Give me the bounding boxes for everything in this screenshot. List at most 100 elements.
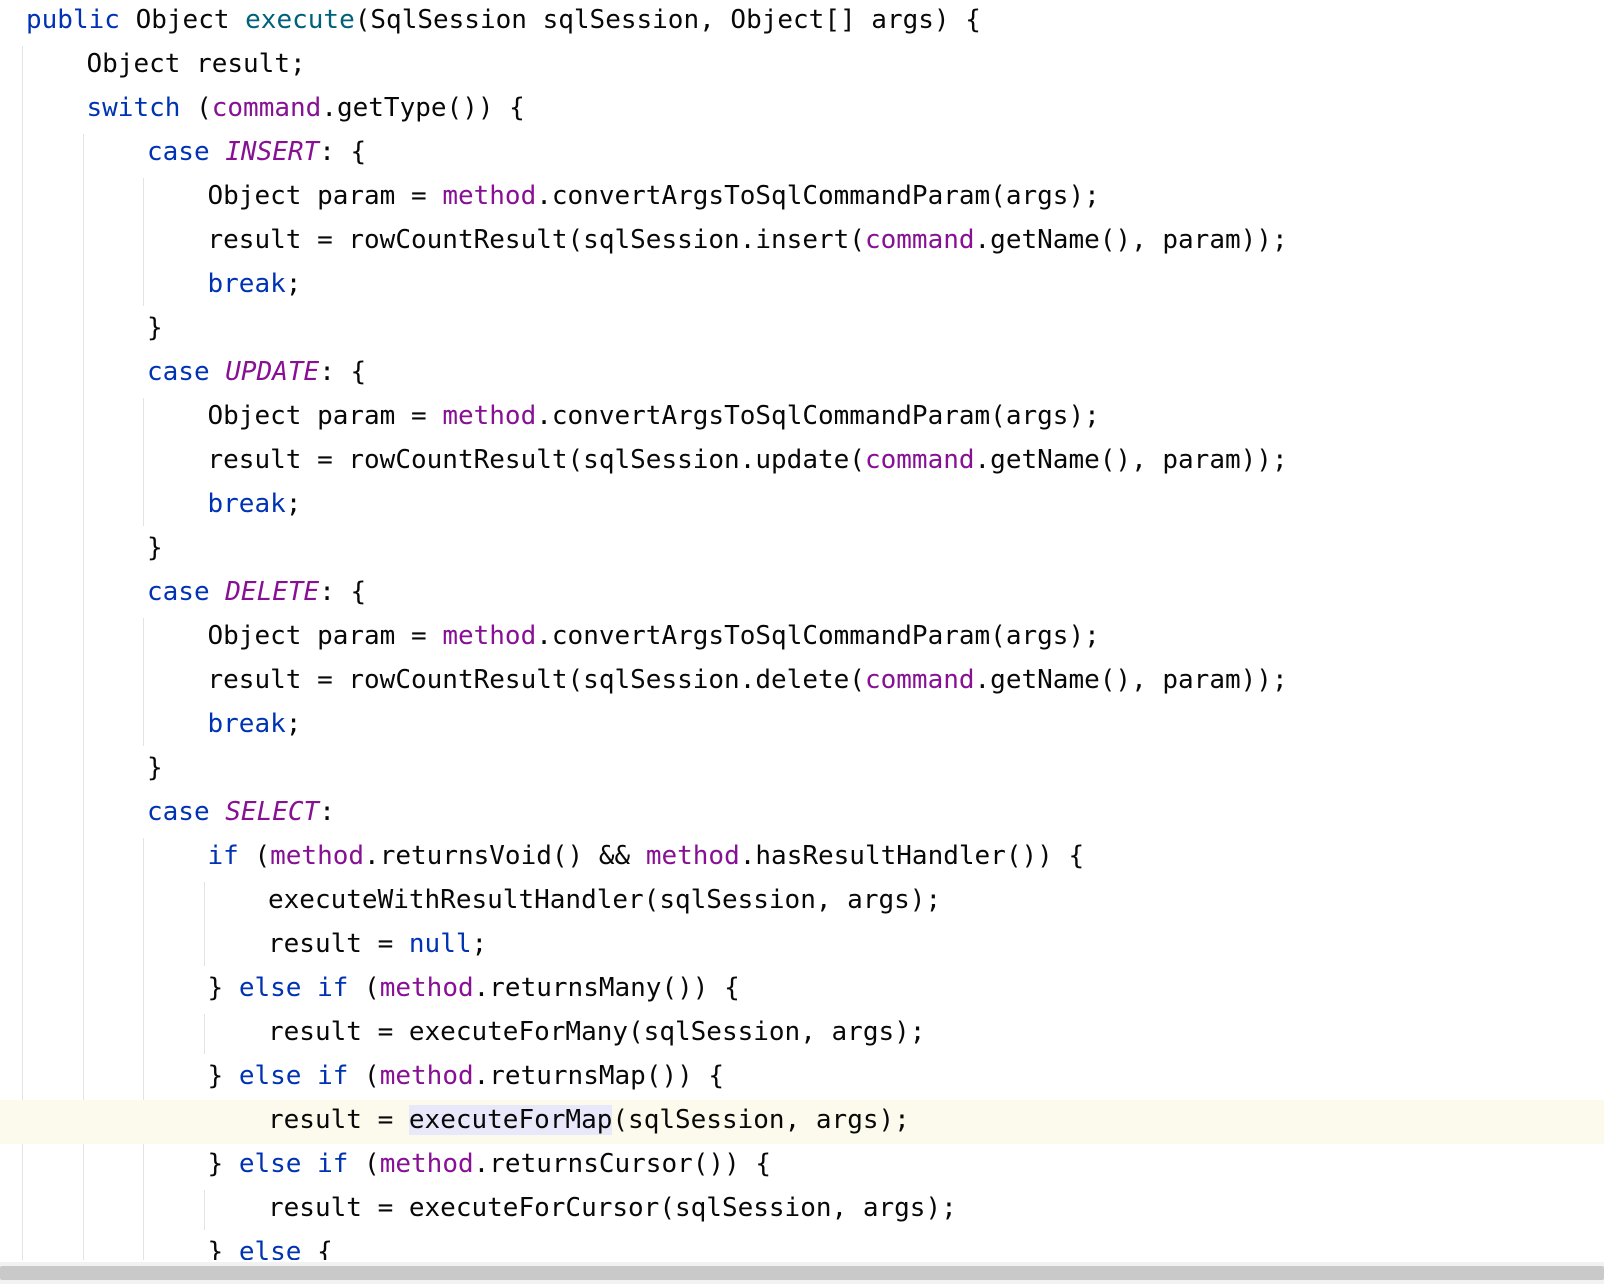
code-token: (SqlSession sqlSession, Object[] args) { <box>354 5 981 35</box>
code-token: } <box>147 313 163 343</box>
keyword-token: break <box>207 709 286 739</box>
code-token: .convertArgsToSqlCommandParam(args); <box>536 401 1100 431</box>
keyword-token: null <box>408 929 472 959</box>
horizontal-scrollbar[interactable] <box>0 1262 1604 1284</box>
field-token: method <box>379 1149 474 1179</box>
field-token: command <box>211 93 322 123</box>
keyword-token: case <box>147 577 210 607</box>
indent-guide <box>82 134 84 1260</box>
field-token: command <box>864 225 975 255</box>
code-line[interactable]: result = rowCountResult(sqlSession.updat… <box>26 440 1604 484</box>
code-line[interactable]: result = rowCountResult(sqlSession.inser… <box>26 220 1604 264</box>
code-token <box>210 577 226 607</box>
code-token: ; <box>285 489 302 519</box>
code-line[interactable]: case DELETE: { <box>26 572 1604 616</box>
keyword-token: public <box>26 5 120 35</box>
enum-constant-token: DELETE <box>225 577 320 607</box>
code-line[interactable]: if (method.returnsVoid() && method.hasRe… <box>26 836 1604 880</box>
code-line[interactable]: } else if (method.returnsCursor()) { <box>26 1144 1604 1188</box>
code-line[interactable]: result = rowCountResult(sqlSession.delet… <box>26 660 1604 704</box>
code-line[interactable]: result = executeForCursor(sqlSession, ar… <box>26 1188 1604 1232</box>
indent-guide <box>143 178 144 306</box>
keyword-token: case <box>147 137 210 167</box>
code-token: } <box>207 973 239 1003</box>
code-token: : { <box>319 357 367 387</box>
code-line[interactable]: } else if (method.returnsMany()) { <box>26 968 1604 1012</box>
code-token: ( <box>348 1061 380 1091</box>
field-token: method <box>379 1061 474 1091</box>
code-line[interactable]: } else if (method.returnsMap()) { <box>26 1056 1604 1100</box>
code-line[interactable]: Object result; <box>26 44 1604 88</box>
code-token: .returnsMap()) { <box>473 1061 725 1091</box>
code-line[interactable]: Object param = method.convertArgsToSqlCo… <box>26 616 1604 660</box>
code-line[interactable]: } <box>26 308 1604 352</box>
code-line[interactable]: result = executeForMany(sqlSession, args… <box>26 1012 1604 1056</box>
code-token: } <box>207 1061 239 1091</box>
indent-guide <box>143 838 144 1260</box>
method-name-token: execute <box>245 5 355 35</box>
code-token: } <box>147 533 163 563</box>
code-line[interactable]: break; <box>26 264 1604 308</box>
scrollbar-thumb[interactable] <box>0 1266 1604 1280</box>
keyword-token: else if <box>238 1149 349 1179</box>
code-line[interactable]: case UPDATE: { <box>26 352 1604 396</box>
code-line[interactable]: Object param = method.convertArgsToSqlCo… <box>26 396 1604 440</box>
code-line[interactable]: break; <box>26 484 1604 528</box>
code-token: Object result; <box>86 49 306 79</box>
code-token: .returnsVoid() && <box>364 841 646 871</box>
code-token: Object <box>119 5 246 35</box>
code-token: ( <box>348 1149 380 1179</box>
code-token: (sqlSession, args); <box>612 1105 910 1135</box>
code-line[interactable]: result = null; <box>26 924 1604 968</box>
indent-guide <box>22 46 23 1260</box>
enum-constant-token: SELECT <box>225 797 320 827</box>
indent-guide <box>203 1190 205 1230</box>
keyword-token: else if <box>238 973 349 1003</box>
code-token: result = rowCountResult(sqlSession.delet… <box>207 665 865 695</box>
field-token: method <box>379 973 474 1003</box>
code-token: : { <box>319 137 367 167</box>
code-line[interactable]: public Object execute(SqlSession sqlSess… <box>26 0 1604 44</box>
code-token: Object param = <box>207 621 443 651</box>
indent-guide <box>143 618 144 746</box>
field-token: method <box>442 181 537 211</box>
code-line[interactable]: case SELECT: <box>26 792 1604 836</box>
code-token: ( <box>238 841 271 871</box>
keyword-token: break <box>207 269 286 299</box>
code-token: Object param = <box>207 401 443 431</box>
code-line[interactable]: } <box>26 748 1604 792</box>
indent-guide <box>143 398 144 526</box>
code-token: } <box>147 753 163 783</box>
code-token: result = executeForCursor(sqlSession, ar… <box>268 1193 957 1223</box>
code-token: ( <box>180 93 212 123</box>
code-token <box>210 357 226 387</box>
code-line[interactable]: switch (command.getType()) { <box>26 88 1604 132</box>
code-line[interactable]: } else { <box>26 1232 1604 1260</box>
code-line[interactable]: case INSERT: { <box>26 132 1604 176</box>
code-token: .getName(), param)); <box>974 665 1288 695</box>
indent-guide <box>203 882 205 966</box>
code-token: .hasResultHandler()) { <box>739 841 1085 871</box>
indent-guide <box>203 1014 205 1054</box>
keyword-token: case <box>147 357 210 387</box>
code-line[interactable]: } <box>26 528 1604 572</box>
code-line[interactable]: break; <box>26 704 1604 748</box>
code-token: result = <box>268 1105 409 1135</box>
code-token: result = rowCountResult(sqlSession.updat… <box>207 445 865 475</box>
code-line-current[interactable]: result = executeForMap(sqlSession, args)… <box>0 1100 1604 1144</box>
code-token: executeWithResultHandler(sqlSession, arg… <box>268 885 942 915</box>
keyword-token: else <box>238 1237 302 1260</box>
field-token: command <box>864 445 975 475</box>
code-token <box>210 137 226 167</box>
code-token: ; <box>471 929 488 959</box>
code-line[interactable]: Object param = method.convertArgsToSqlCo… <box>26 176 1604 220</box>
code-token: } <box>207 1149 239 1179</box>
field-token: command <box>864 665 975 695</box>
keyword-token: case <box>147 797 210 827</box>
code-line[interactable]: executeWithResultHandler(sqlSession, arg… <box>26 880 1604 924</box>
enum-constant-token: UPDATE <box>225 357 320 387</box>
code-token: .getName(), param)); <box>974 225 1288 255</box>
field-token: method <box>442 621 537 651</box>
